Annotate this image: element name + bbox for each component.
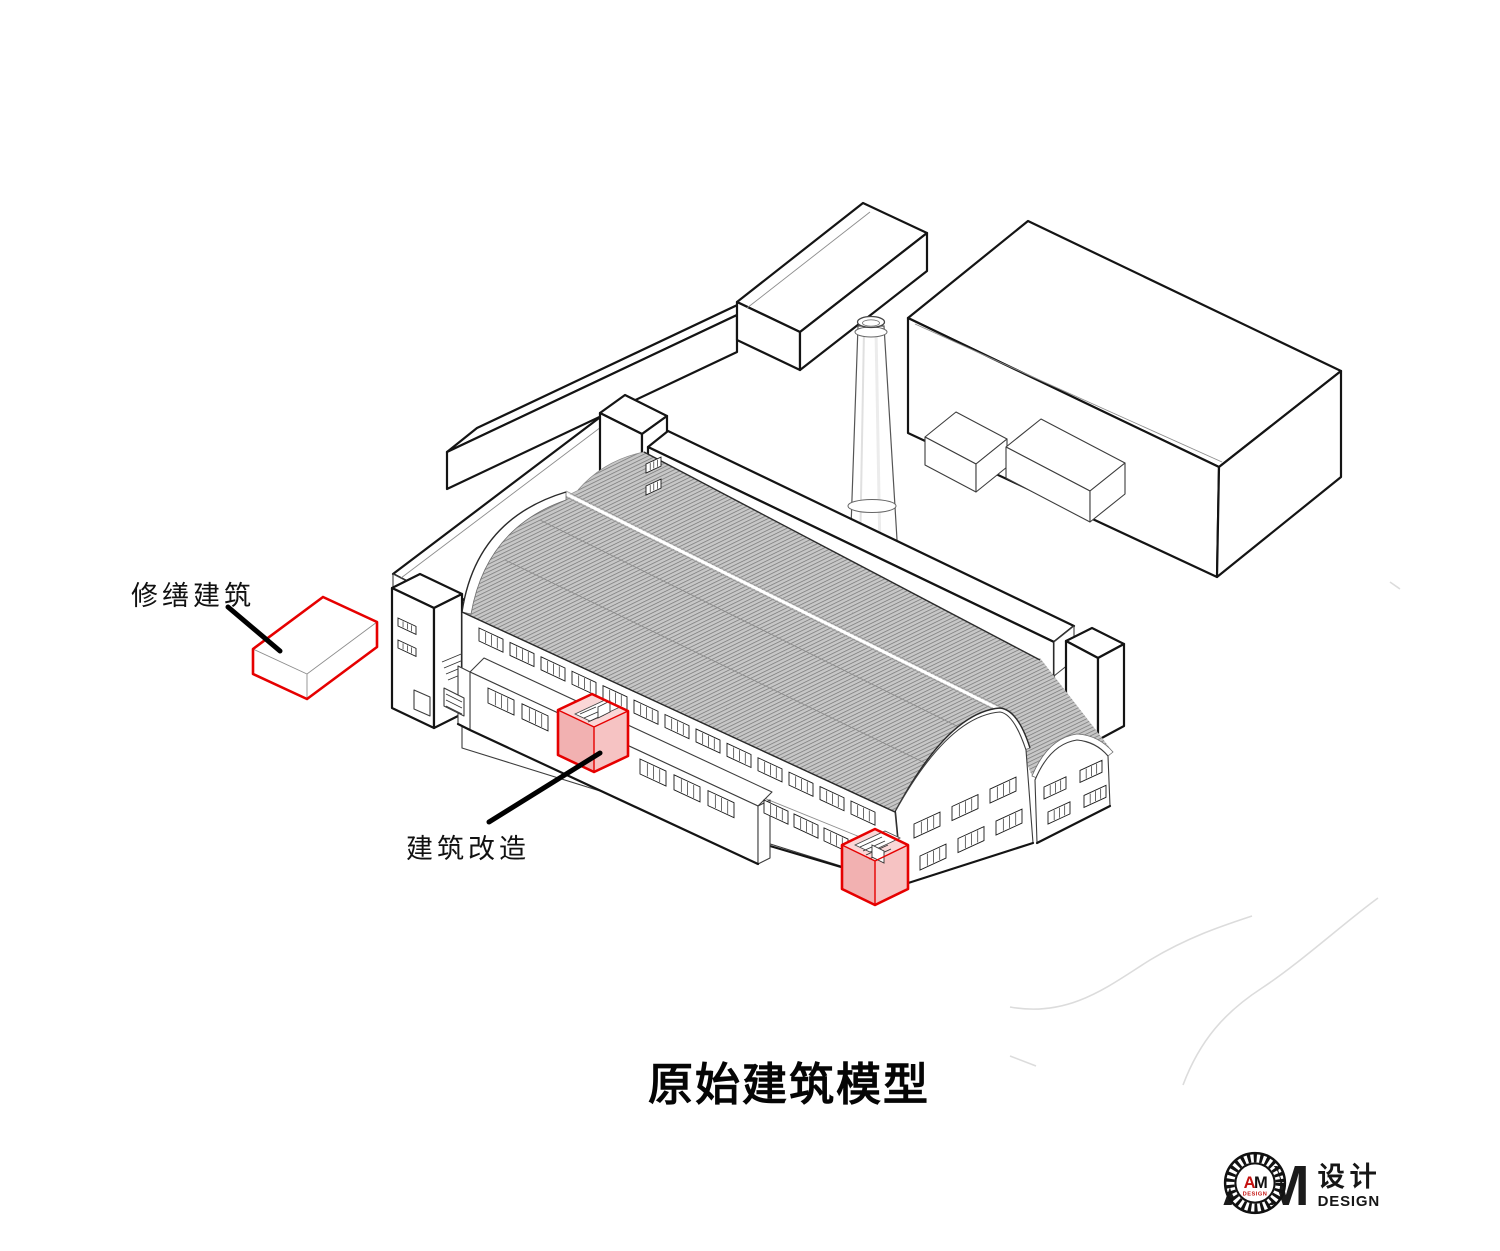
renovation-highlight-mid	[556, 692, 630, 774]
repair-label: 修缮建筑	[131, 581, 255, 611]
badge-letter-m: M	[1254, 1174, 1268, 1192]
windows-layer	[397, 456, 1107, 871]
renovation-leader-line	[486, 750, 603, 825]
attached-small-boxes	[924, 411, 1126, 523]
big-box-building	[906, 219, 1343, 579]
logo: A M DESIGN AM 设计 DESIGN	[1222, 1150, 1382, 1222]
am-design-badge-icon: A M DESIGN	[1223, 1151, 1287, 1215]
renovation-label: 建筑改造	[406, 834, 530, 864]
logo-en-text: DESIGN	[1317, 1192, 1380, 1210]
logo-cn-text: 设计	[1317, 1161, 1382, 1192]
repair-leader-line	[225, 604, 283, 654]
diagram-title: 原始建筑模型	[648, 1059, 931, 1110]
chimney	[847, 315, 899, 557]
leader-lines	[225, 604, 603, 825]
renovation-highlight-corner	[840, 827, 910, 907]
badge-letter-a: A	[1244, 1174, 1256, 1192]
ground-road-lines	[1009, 581, 1401, 1086]
repair-building-highlight	[251, 595, 379, 701]
badge-sub-text: DESIGN	[1243, 1191, 1268, 1197]
bar-building	[445, 201, 929, 491]
